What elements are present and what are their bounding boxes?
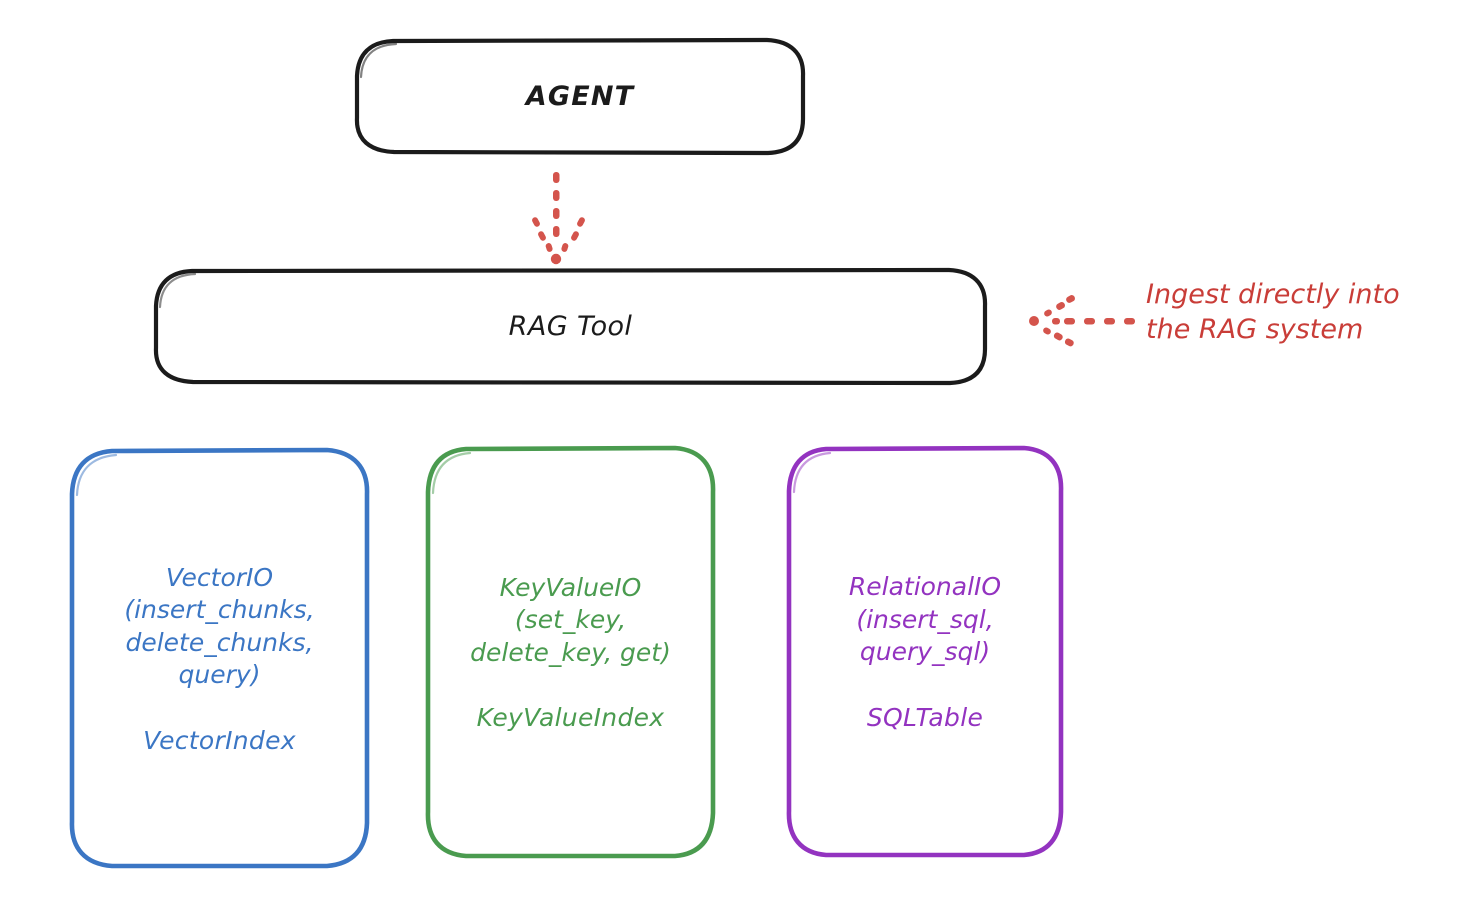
connector-ingest-to-rag [1029, 295, 1135, 347]
keyvalue-io-api-label: KeyValueIO (set_key, delete_key, get) [470, 572, 671, 667]
vector-index-label: VectorIndex [143, 725, 296, 755]
relational-card-outline [786, 445, 1064, 858]
vector-card-outline [69, 447, 370, 869]
agent-label: AGENT [525, 80, 635, 112]
rag-tool-label: RAG Tool [508, 310, 633, 342]
vector-io-api-label: VectorIO (insert_chunks, delete_chunks, … [124, 562, 315, 690]
keyvalue-card-outline [425, 445, 716, 859]
rag-tool-node[interactable]: RAG Tool [156, 270, 985, 382]
keyvalue-io-card[interactable]: KeyValueIO (set_key, delete_key, get) Ke… [428, 448, 713, 856]
connector-agent-to-rag [532, 172, 585, 265]
relational-io-api-label: RelationalIO (insert_sql, query_sql) [848, 572, 1002, 667]
ingest-annotation-label: Ingest directly into the RAG system [1146, 279, 1400, 346]
sql-table-label: SQLTable [866, 702, 984, 732]
rag-tool-box-outline [153, 267, 988, 386]
vector-io-card[interactable]: VectorIO (insert_chunks, delete_chunks, … [72, 450, 367, 866]
keyvalue-index-label: KeyValueIndex [476, 703, 665, 733]
agent-box-outline [354, 37, 806, 156]
relational-io-card[interactable]: RelationalIO (insert_sql, query_sql) SQL… [789, 448, 1061, 855]
agent-node[interactable]: AGENT [357, 40, 803, 152]
